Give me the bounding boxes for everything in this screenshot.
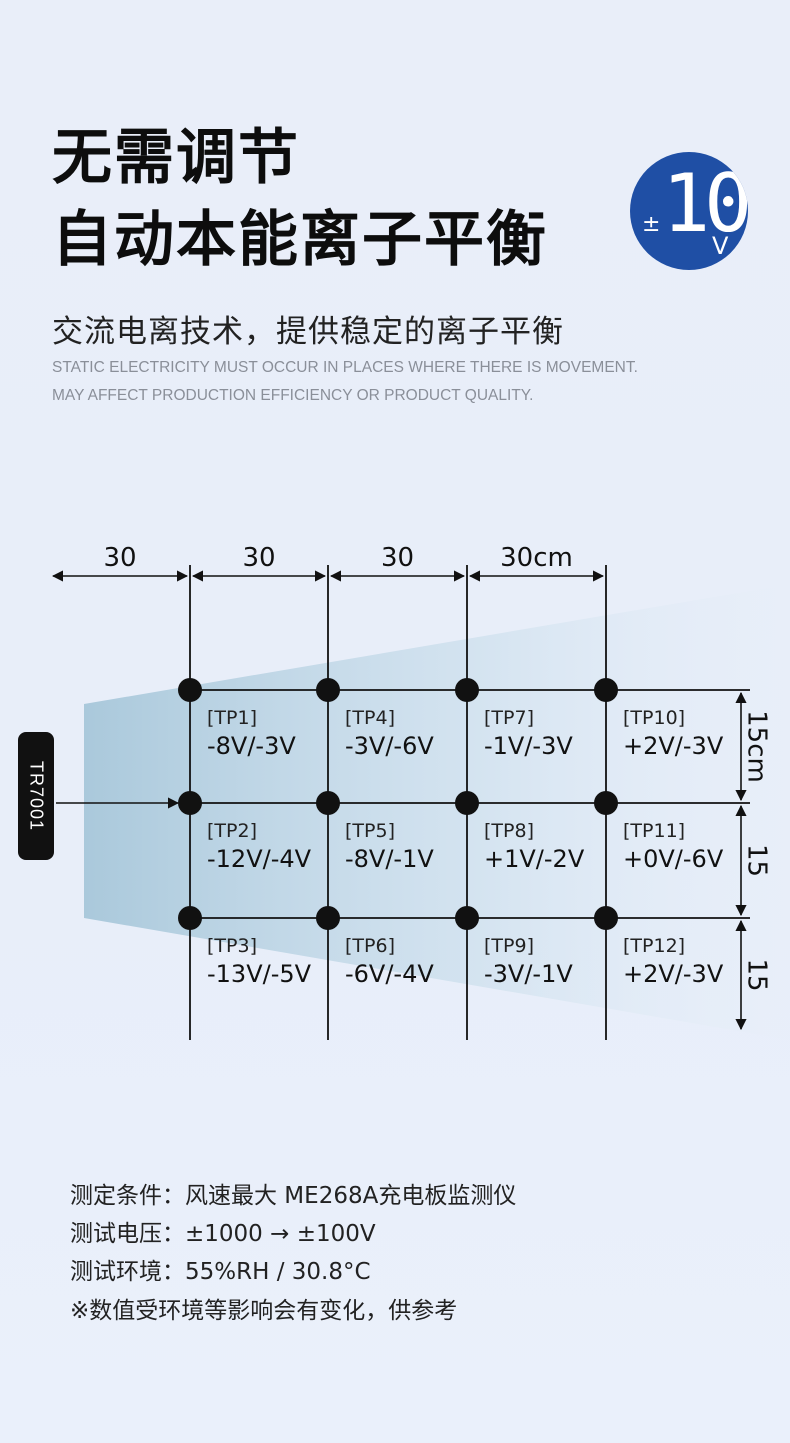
grid-dot-r3-c1 (178, 906, 202, 930)
grid-dot-r3-c2 (316, 906, 340, 930)
point-id-5: [TP2] (207, 820, 257, 842)
point-id-9: [TP3] (207, 935, 257, 957)
point-id-4: [TP10] (623, 707, 685, 729)
english-line-1: STATIC ELECTRICITY MUST OCCUR IN PLACES … (52, 359, 638, 376)
h-dim-label-1: 30 (103, 543, 136, 573)
title-line-1: 无需调节 (52, 123, 300, 193)
point-value-3: -1V/-3V (484, 732, 573, 760)
point-id-2: [TP4] (345, 707, 395, 729)
point-id-10: [TP6] (345, 935, 395, 957)
test-notes: 测定条件：风速最大 ME268A充电板监测仪 测试电压：±1000 → ±100… (70, 1180, 516, 1333)
point-id-7: [TP8] (484, 820, 534, 842)
badge-prefix: ± (642, 212, 661, 237)
grid-dot-r3-c3 (455, 906, 479, 930)
point-value-8: +0V/-6V (623, 845, 724, 873)
point-value-4: +2V/-3V (623, 732, 724, 760)
device-label: TR7001 (26, 760, 47, 832)
point-value-11: -3V/-1V (484, 960, 573, 988)
title-line-2: 自动本能离子平衡 (52, 205, 548, 275)
point-value-9: -13V/-5V (207, 960, 312, 988)
grid-dot-r1-c1 (178, 678, 202, 702)
grid-dot-r2-c4 (594, 791, 618, 815)
v-dim-label-1: 15cm (742, 710, 772, 783)
subtitle: 交流电离技术，提供稳定的离子平衡 (52, 314, 564, 350)
badge-value: 10 (662, 157, 748, 250)
point-value-12: +2V/-3V (623, 960, 724, 988)
h-dim-label-2: 30 (242, 543, 275, 573)
point-value-7: +1V/-2V (484, 845, 585, 873)
grid-dot-r1-c4 (594, 678, 618, 702)
h-dim-label-4: 30cm (500, 543, 573, 573)
v-dim-label-2: 15 (742, 844, 772, 877)
point-id-1: [TP1] (207, 707, 257, 729)
measurement-grid-diagram: 30 30 30 30cm 15cm 15 15 [TP1] -8V/-3V [TP4] -3V/-… (51, 543, 790, 1040)
tr7001-device: TR7001 (18, 732, 54, 860)
point-id-8: [TP11] (623, 820, 685, 842)
english-line-2: MAY AFFECT PRODUCTION EFFICIENCY OR PROD… (52, 387, 534, 404)
point-value-6: -8V/-1V (345, 845, 434, 873)
point-value-5: -12V/-4V (207, 845, 312, 873)
voltage-badge: ± 10 V (630, 152, 748, 270)
note-remark: ※数值受环境等影响会有变化，供参考 (70, 1297, 458, 1324)
grid-dot-r3-c4 (594, 906, 618, 930)
point-value-10: -6V/-4V (345, 960, 434, 988)
note-environment: 测试环境：55%RH / 30.8°C (70, 1259, 371, 1286)
point-value-1: -8V/-3V (207, 732, 296, 760)
v-dim-label-3: 15 (742, 958, 772, 991)
point-id-6: [TP5] (345, 820, 395, 842)
h-dim-label-3: 30 (381, 543, 414, 573)
grid-dot-r2-c2 (316, 791, 340, 815)
note-condition: 测定条件：风速最大 ME268A充电板监测仪 (70, 1183, 517, 1209)
grid-dot-r1-c2 (316, 678, 340, 702)
grid-dot-r2-c3 (455, 791, 479, 815)
point-id-3: [TP7] (484, 707, 534, 729)
grid-dot-r1-c3 (455, 678, 479, 702)
grid-dot-r2-c1 (178, 791, 202, 815)
point-id-12: [TP12] (623, 935, 685, 957)
note-voltage: 测试电压：±1000 → ±100V (70, 1221, 376, 1248)
point-value-2: -3V/-6V (345, 732, 434, 760)
badge-unit: V (712, 232, 729, 260)
point-id-11: [TP9] (484, 935, 534, 957)
